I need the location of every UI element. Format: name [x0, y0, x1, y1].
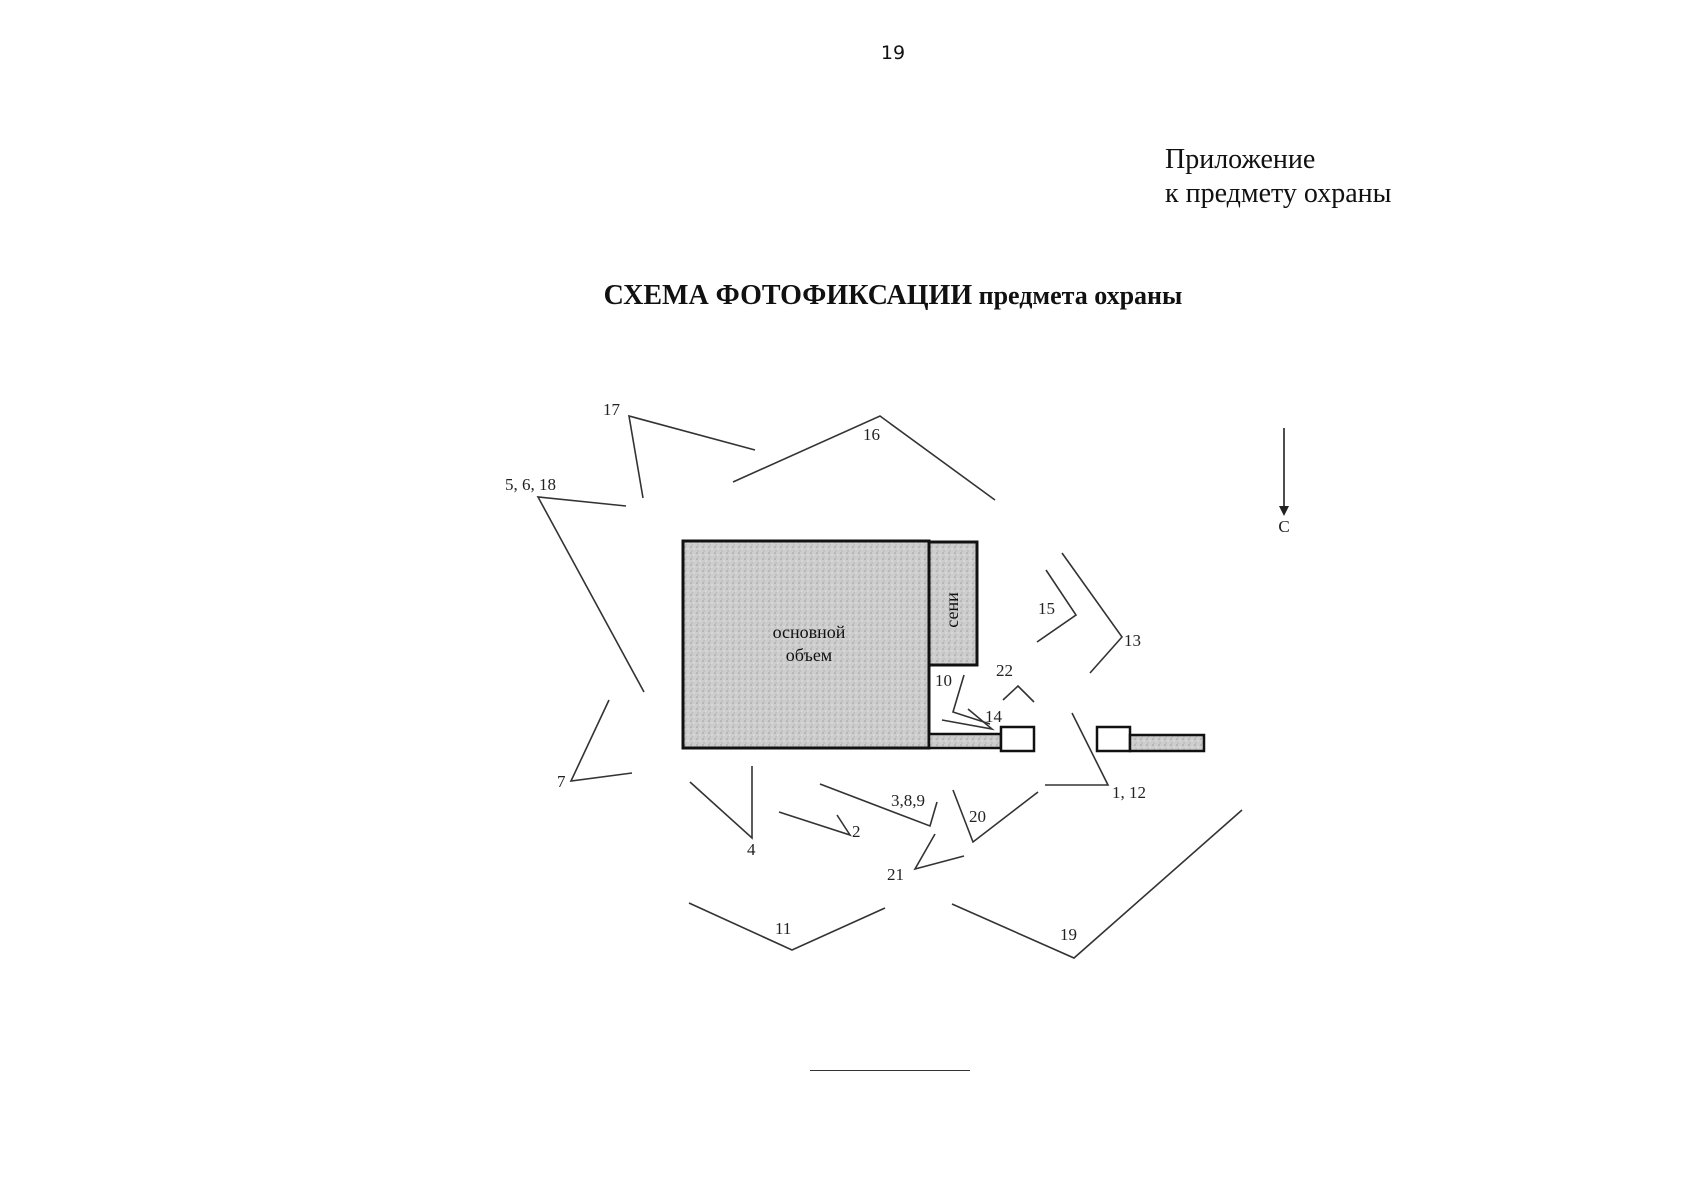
annex-seni [927, 540, 979, 667]
viewpoint-17-label: 17 [603, 400, 621, 419]
viewpoint-3-8-9-label: 3,8,9 [891, 791, 925, 810]
viewpoint-14-label: 14 [985, 707, 1003, 726]
main-volume-label-1: основной [773, 622, 846, 642]
viewpoint-21-lines [913, 833, 965, 871]
title-rest: предмета охраны [972, 281, 1183, 310]
viewpoint-7-lines [569, 699, 633, 782]
viewpoint-5-6-18-label: 5, 6, 18 [505, 475, 556, 494]
end-rule [810, 1070, 970, 1071]
main-volume [681, 539, 931, 750]
north-arrow-head [1279, 506, 1289, 516]
viewpoint-4-label: 4 [747, 840, 756, 859]
title-bold-part: СХЕМА ФОТОФИКСАЦИИ [603, 280, 973, 311]
viewpoint-13-label: 13 [1124, 631, 1141, 650]
viewpoint-16-label: 16 [863, 425, 880, 444]
page-title: СХЕМА ФОТОФИКСАЦИИ предмета охраны [0, 280, 1693, 312]
viewpoint-22-lines [1002, 684, 1035, 703]
viewpoint-21-label: 21 [887, 865, 904, 884]
viewpoint-1-12-lines [1045, 712, 1110, 786]
main-volume-label-2: объем [786, 645, 832, 665]
north-arrow: С [1278, 428, 1290, 536]
viewpoint-5-6-18-lines [536, 496, 645, 693]
building: основной объем сени [681, 539, 1206, 753]
viewpoint-11-lines [688, 902, 886, 951]
viewpoint-3-8-9-lines [819, 783, 938, 828]
viewpoint-20-lines [952, 789, 1039, 844]
viewpoint-10-label: 10 [935, 671, 952, 690]
appendix-caption: Приложение к предмету охраны [1165, 143, 1391, 211]
viewpoint-7-label: 7 [557, 772, 566, 791]
separate-box [1095, 725, 1132, 753]
viewpoint-20-label: 20 [969, 807, 986, 826]
annex-label: сени [942, 592, 962, 628]
viewpoints: 17 16 5, 6, 18 15 13 22 10 14 7 1, 12 3,… [505, 400, 1243, 959]
viewpoint-11-label: 11 [775, 919, 791, 938]
page-number: 19 [880, 42, 906, 64]
north-label: С [1278, 517, 1289, 536]
viewpoint-1-12-label: 1, 12 [1112, 783, 1146, 802]
viewpoint-14-lines [941, 708, 995, 731]
viewpoint-16-lines [732, 415, 996, 501]
viewpoint-15-lines [1036, 569, 1078, 643]
porch-box [999, 725, 1036, 753]
viewpoint-17-lines [628, 414, 756, 499]
viewpoint-19-label: 19 [1060, 925, 1077, 944]
viewpoint-2-lines [778, 811, 852, 837]
separate-strip [1128, 733, 1206, 753]
appendix-line-1: Приложение [1165, 144, 1316, 175]
viewpoint-19-lines [951, 809, 1243, 959]
viewpoint-2-label: 2 [852, 822, 861, 841]
viewpoint-22-label: 22 [996, 661, 1013, 680]
viewpoint-13-lines [1061, 552, 1124, 674]
porch-strip [927, 732, 1003, 750]
appendix-line-2: к предмету охраны [1165, 178, 1392, 209]
viewpoint-4-lines [689, 766, 753, 840]
viewpoint-10-lines [952, 674, 991, 725]
viewpoint-15-label: 15 [1038, 599, 1055, 618]
